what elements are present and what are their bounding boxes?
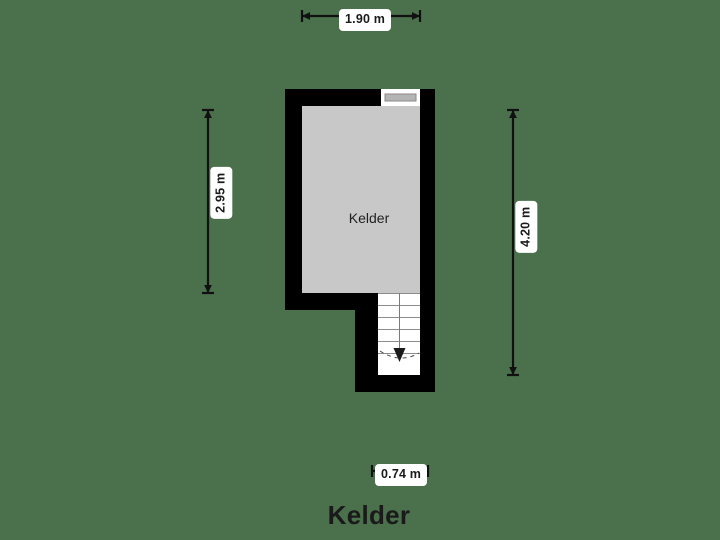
staircase-down-arrow-icon [393, 348, 406, 362]
page-title: Kelder [0, 502, 720, 528]
dimension-label-top: 1.90 m [339, 9, 392, 31]
window-top [381, 89, 420, 106]
staircase-break-line [379, 350, 420, 359]
room-label-kelder: Kelder [0, 211, 720, 225]
dimension-label-bottom: 0.74 m [375, 464, 428, 486]
dimension-label-right: 4.20 m [515, 200, 537, 253]
floor-group [302, 106, 420, 293]
window-glass [384, 93, 417, 102]
room-label-text: Kelder [348, 210, 390, 226]
page-title-text: Kelder [327, 500, 411, 530]
room-floor-kelder [302, 106, 420, 293]
staircase [378, 293, 420, 375]
